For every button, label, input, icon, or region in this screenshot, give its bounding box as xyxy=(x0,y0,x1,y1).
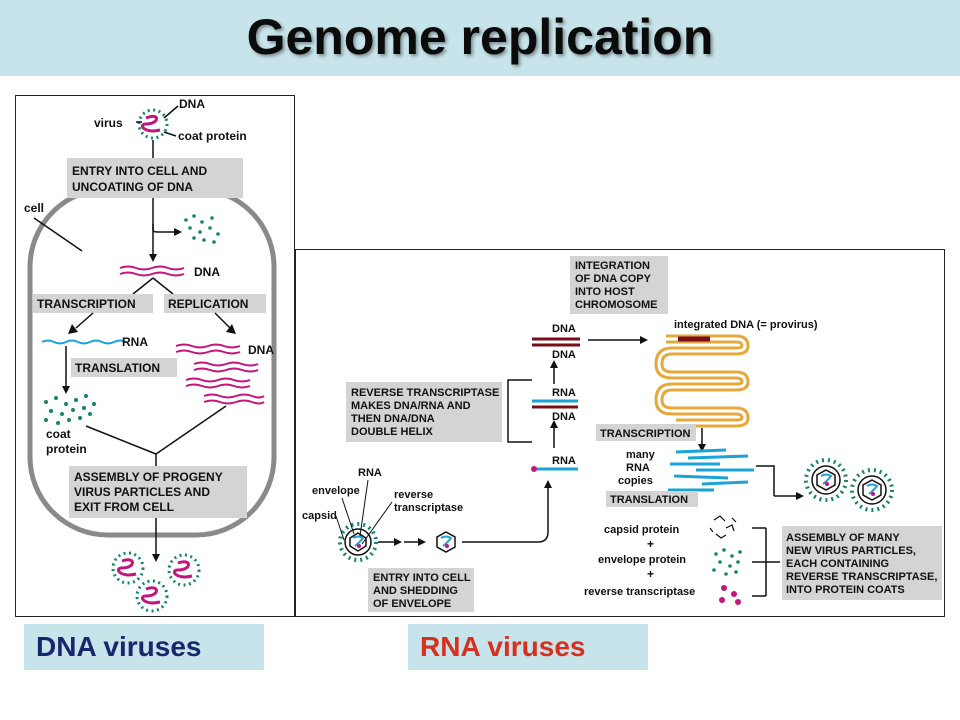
progeny-virus-1-icon xyxy=(111,551,145,585)
rt-line-3: THEN DNA/DNA xyxy=(351,413,435,425)
new-virus-particle-2-icon xyxy=(850,468,894,512)
assembly-step-box xyxy=(69,466,247,518)
capsid-protein-label: capsid protein xyxy=(604,524,679,536)
entry-line-2: AND SHEDDING xyxy=(373,585,458,597)
rna-mid-label: RNA xyxy=(552,387,576,399)
entry-step-line-1: ENTRY INTO CELL AND xyxy=(72,164,207,178)
viral-dna-strand xyxy=(119,265,185,277)
integration-line-4: CHROMOSOME xyxy=(575,299,658,311)
reverse-transcriptase-dots-icon xyxy=(719,585,741,605)
virus-label: virus xyxy=(94,116,123,130)
page-title: Genome replication xyxy=(246,9,714,65)
integration-line-3: INTO HOST xyxy=(575,286,635,298)
assembly-line-1: ASSEMBLY OF MANY xyxy=(786,532,900,544)
reverse-label-1: reverse xyxy=(394,489,433,501)
entry-step-box xyxy=(368,568,474,612)
entry-step-line-2: UNCOATING OF DNA xyxy=(72,180,193,194)
many-rna-copies xyxy=(668,448,754,492)
dna-right-label: DNA xyxy=(248,343,274,357)
transcription-step-box xyxy=(596,424,696,441)
assembly-step-box xyxy=(782,526,942,600)
transcription-step: TRANSCRIPTION xyxy=(37,297,136,311)
rna-virus-svg: INTEGRATION OF DNA COPY INTO HOST CHROMO… xyxy=(302,256,942,612)
enveloped-virus-icon xyxy=(338,522,378,562)
assembly-line-2: NEW VIRUS PARTICLES, xyxy=(786,545,916,557)
dna-label: DNA xyxy=(179,97,205,111)
rna-strand xyxy=(41,339,127,345)
title-band xyxy=(0,0,960,76)
dna-mid-label: DNA xyxy=(552,411,576,423)
entry-line-1: ENTRY INTO CELL xyxy=(373,572,471,584)
host-chromosome xyxy=(654,334,750,428)
dna-viruses-label: DNA viruses xyxy=(24,624,264,670)
dna-top-label-1: DNA xyxy=(552,323,576,335)
reverse-transcriptase-label: reverse transcriptase xyxy=(584,586,695,598)
replicated-dna-strands xyxy=(175,343,265,405)
uncoated-capsid-icon xyxy=(436,531,456,553)
rna-virion-label: RNA xyxy=(358,467,382,479)
integration-step-box xyxy=(570,256,668,314)
dna-virus-svg: virus DNA coat protein ENTRY INTO CELL A… xyxy=(24,97,277,613)
integration-line-2: OF DNA COPY xyxy=(575,273,652,285)
transcription-step-box xyxy=(33,294,153,313)
integration-line-1: INTEGRATION xyxy=(575,260,650,272)
assembly-step-line-2: VIRUS PARTICLES AND xyxy=(74,485,210,499)
assembly-line-3: EACH CONTAINING xyxy=(786,558,889,570)
progeny-virus-3-icon xyxy=(135,579,169,613)
dna-mid-label: DNA xyxy=(194,265,220,279)
integrated-label: integrated DNA (= provirus) xyxy=(674,319,818,331)
assembly-step-line-3: EXIT FROM CELL xyxy=(74,500,174,514)
many-label-3: copies xyxy=(618,475,653,487)
envelope-protein-dots-icon xyxy=(712,548,742,576)
translation-step-box xyxy=(71,358,177,377)
rt-line-4: DOUBLE HELIX xyxy=(351,426,434,438)
progeny-virus-2-icon xyxy=(167,553,201,587)
many-label-1: many xyxy=(626,449,656,461)
translation-step: TRANSLATION xyxy=(610,494,688,506)
dna-virus-diagram: virus DNA coat protein ENTRY INTO CELL A… xyxy=(15,95,295,617)
coat-protein-dots xyxy=(44,394,96,425)
dna-top-label-2: DNA xyxy=(552,349,576,361)
coat-label-2: protein xyxy=(46,442,87,456)
envelope-protein-label: envelope protein xyxy=(598,554,686,566)
many-label-2: RNA xyxy=(626,462,650,474)
capsid-protein-fragments-icon xyxy=(709,515,737,539)
replication-step: REPLICATION xyxy=(168,297,248,311)
replication-step-box xyxy=(164,294,266,313)
envelope-label: envelope xyxy=(312,485,360,497)
plus-2: + xyxy=(647,567,654,581)
new-virus-particle-1-icon xyxy=(804,458,848,502)
rna-low-label: RNA xyxy=(552,455,576,467)
reverse-label-2: transcriptase xyxy=(394,502,463,514)
plus-1: + xyxy=(647,537,654,551)
capsid-label: capsid xyxy=(302,510,337,522)
entry-step-box xyxy=(67,158,243,198)
assembly-line-5: INTO PROTEIN COATS xyxy=(786,584,905,596)
translation-step: TRANSLATION xyxy=(75,361,160,375)
reverse-transcriptase-step-box xyxy=(346,382,502,442)
rna-virus-diagram: INTEGRATION OF DNA COPY INTO HOST CHROMO… xyxy=(295,249,945,617)
assembly-step-line-1: ASSEMBLY OF PROGENY xyxy=(74,470,223,484)
rt-line-2: MAKES DNA/RNA AND xyxy=(351,400,471,412)
assembly-line-4: REVERSE TRANSCRIPTASE, xyxy=(786,571,937,583)
cell-label: cell xyxy=(24,201,44,215)
coat-label-1: coat xyxy=(46,427,71,441)
entry-line-3: OF ENVELOPE xyxy=(373,598,451,610)
dna-virus-particle-icon xyxy=(137,108,169,140)
rna-viruses-label: RNA viruses xyxy=(408,624,648,670)
released-protein-dots xyxy=(184,214,220,244)
transcription-step: TRANSCRIPTION xyxy=(600,428,691,440)
rna-label: RNA xyxy=(122,335,148,349)
translation-step-box xyxy=(606,491,698,507)
coat-protein-label: coat protein xyxy=(178,129,247,143)
rt-line-1: REVERSE TRANSCRIPTASE xyxy=(351,387,499,399)
